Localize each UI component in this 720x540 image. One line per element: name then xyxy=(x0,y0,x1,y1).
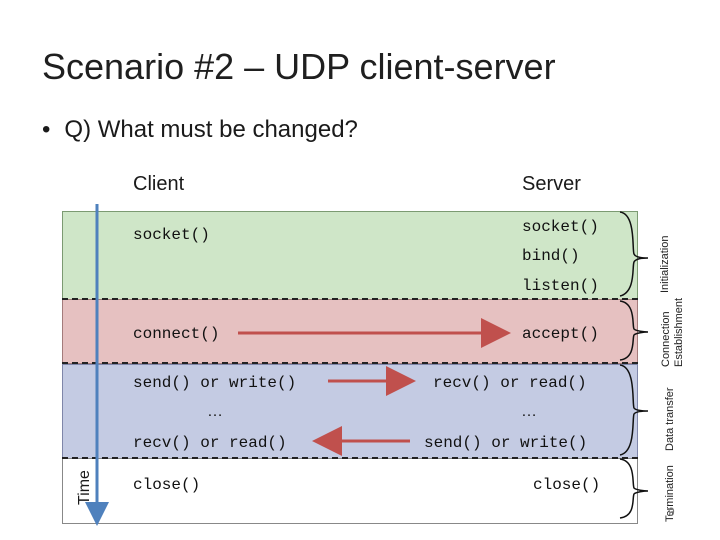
server-recv-call: recv() or read() xyxy=(433,374,587,392)
client-recv-call: recv() or read() xyxy=(133,434,287,452)
server-column-header: Server xyxy=(522,173,581,195)
client-socket-call: socket() xyxy=(133,226,210,244)
slide-title: Scenario #2 – UDP client-server xyxy=(42,46,556,87)
client-close-call: close() xyxy=(133,476,201,494)
client-send-call: send() or write() xyxy=(133,374,297,392)
phase-separator xyxy=(62,457,638,459)
bullet-dot: • xyxy=(42,116,51,143)
phase-separator xyxy=(62,362,638,364)
server-accept-call: accept() xyxy=(522,325,599,343)
phase-separator xyxy=(62,298,638,300)
server-listen-call: listen() xyxy=(522,277,599,295)
server-close-call: close() xyxy=(533,476,601,494)
establishment-phase-label: Establishment xyxy=(673,297,685,367)
data-transfer-brace xyxy=(619,364,649,456)
connection-brace xyxy=(619,300,649,361)
page-number: 9 xyxy=(668,505,675,519)
data-transfer-phase-label: Data transfer xyxy=(664,387,676,451)
client-column-header: Client xyxy=(133,173,185,195)
time-axis-label: Time xyxy=(76,470,93,505)
client-connect-call: connect() xyxy=(133,325,220,343)
server-send-call: send() or write() xyxy=(424,434,588,452)
initialization-phase-label: Initialization xyxy=(659,235,671,293)
termination-brace xyxy=(619,458,649,519)
initialization-brace xyxy=(619,211,649,297)
server-bind-call: bind() xyxy=(522,247,580,265)
server-ellipsis: … xyxy=(521,403,537,420)
bullet-question: • Q) What must be changed? xyxy=(42,116,358,144)
termination-band xyxy=(62,458,638,524)
connection-phase-label: Connection xyxy=(660,311,672,367)
server-socket-call: socket() xyxy=(522,218,599,236)
bullet-text: Q) What must be changed? xyxy=(64,116,358,143)
client-ellipsis: … xyxy=(207,403,223,420)
